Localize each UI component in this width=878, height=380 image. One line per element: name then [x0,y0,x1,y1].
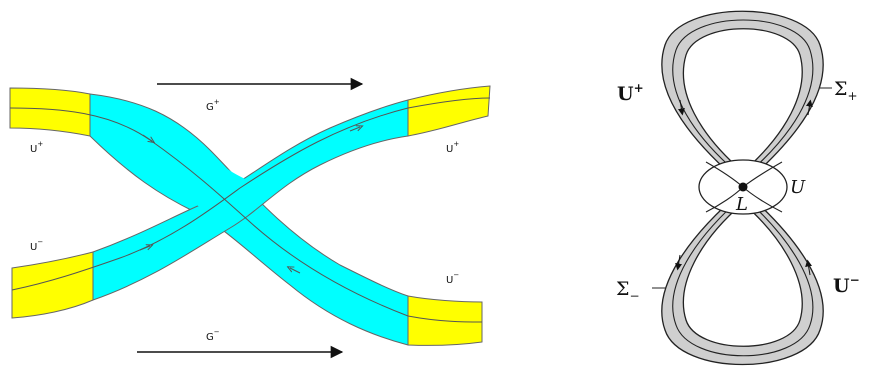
orbit-arrow-lower-right [805,259,813,276]
flow-arrow-2 [139,246,150,251]
sigma-plus-label: Σ+ [834,78,858,103]
orbit-arrow-upper-left [677,99,685,116]
g-plus-label: G+ [206,98,220,113]
u-plus-label: U+ [617,81,644,105]
u-minus-left-label: U− [30,238,43,253]
right-diagram: U+ U− Σ+ Σ− U L [616,10,860,365]
g-minus-label: G− [206,328,220,343]
flow-arrow-3 [349,127,360,132]
u-neighbourhood-label: U [790,177,806,198]
lower-loop-orbit [672,195,814,357]
l-label: L [735,194,748,215]
sigma-minus-label: Σ− [616,278,640,303]
u-plus-right-label: U+ [446,140,459,155]
cap-u-plus-left [9,87,91,137]
band-center [170,160,262,218]
lower-loop-band [661,189,824,365]
u-plus-left-label: U+ [30,140,43,155]
upper-loop-band [661,10,824,186]
flow-line-nw-se [9,107,483,323]
orbit-arrow-lower-left [675,254,683,271]
u-minus-right-label: U− [446,271,459,286]
orbit-arrow-upper-right [805,99,813,116]
flow-arrow-1 [142,134,152,141]
cap-u-plus-right [407,85,491,137]
cap-u-minus-left [11,251,94,319]
equilibrium-point [738,182,748,192]
u-minus-label: U− [833,273,860,297]
flow-line-sw-ne [11,97,491,291]
upper-loop-orbit [672,19,814,179]
left-diagram: G+ G− U+ U− U+ U− [9,77,491,359]
flow-arrow-4 [290,268,301,274]
